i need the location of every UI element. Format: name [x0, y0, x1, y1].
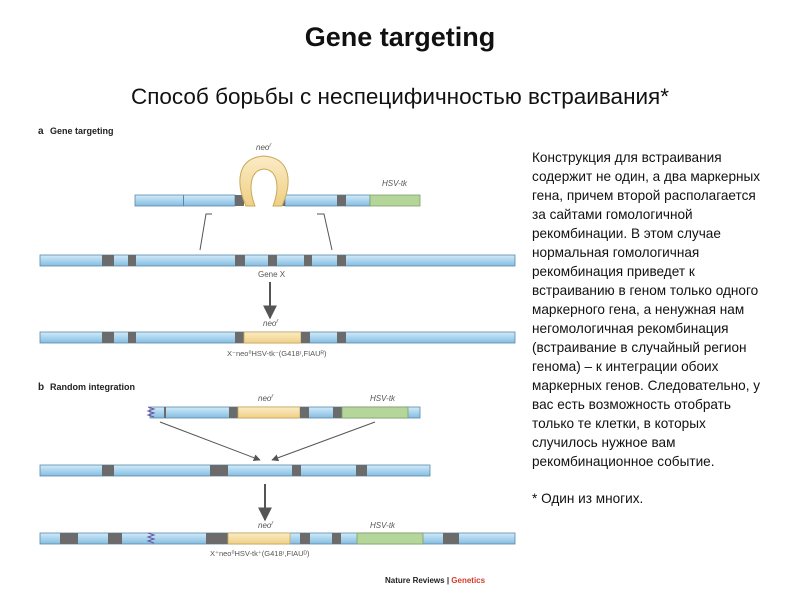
panel-b-letter: b	[38, 382, 44, 393]
endogenous-gene: Gene X	[39, 254, 516, 279]
integrant-exon	[443, 533, 459, 544]
gene-exon	[102, 255, 114, 266]
slide-subtitle: Способ борьбы с неспецифичностью встраив…	[130, 84, 670, 109]
integrant-exon	[108, 533, 122, 544]
gene-exon	[304, 255, 312, 266]
random-construct: neor HSV-tk	[146, 394, 421, 419]
gene-exon	[235, 255, 245, 266]
random-construct-exon	[164, 407, 166, 418]
targeted-allele: neor X⁻neo⁰HSV-tk⁻(G418ʳ,FIAUᴿ)	[39, 319, 516, 358]
integrant-genotype: X⁺neo⁰HSV-tk⁺(G418ʳ,FIAUᴰ)	[210, 549, 310, 558]
targeted-exon	[102, 332, 114, 343]
footnote-text: * Один из многих.	[532, 491, 644, 506]
arrow-random-left	[159, 421, 261, 462]
neo-loop	[239, 155, 289, 207]
targeted-exon	[337, 332, 346, 343]
random-neo-label: neor	[258, 394, 274, 403]
random-hsv-tk-cassette	[341, 406, 409, 419]
integrant-exon	[332, 533, 341, 544]
arrow-random-right	[271, 421, 376, 462]
random-genome	[39, 464, 431, 477]
targeting-construct: neor HSV-tk	[134, 143, 421, 207]
random-integrant: neor HSV-tk X⁺neo⁰HSV-tk⁺(G418ʳ,FIAUᴰ)	[39, 521, 516, 558]
hsv-tk-cassette	[369, 194, 421, 207]
homology-bracket-right	[317, 213, 333, 251]
gene-x-label: Gene X	[258, 270, 286, 279]
random-neo-cassette	[237, 406, 301, 419]
random-genome-exon	[210, 465, 228, 476]
panel-a-letter: a	[38, 126, 44, 137]
broken-end-icon	[146, 406, 156, 418]
construct-exon	[235, 195, 244, 206]
panel-a: a Gene targeting neor HSV-tk G	[38, 126, 516, 358]
description-text: Конструкция для встраивания содержит не …	[532, 150, 761, 469]
gene-exon	[128, 255, 136, 266]
panel-b-title: Random integration	[50, 382, 135, 392]
integrant-hsv-tk-cassette	[356, 532, 424, 545]
slide-title: Gene targeting	[304, 22, 496, 52]
gene-targeting-diagram: a Gene targeting neor HSV-tk G	[38, 126, 516, 585]
construct-boundary	[183, 195, 184, 206]
homology-bracket-left	[199, 213, 212, 251]
neo-label: neor	[256, 143, 272, 152]
random-genome-exon	[102, 465, 114, 476]
panel-a-title: Gene targeting	[50, 126, 114, 136]
targeted-exon	[235, 332, 244, 343]
targeted-exon	[301, 332, 310, 343]
neo-cassette	[243, 331, 302, 344]
random-genome-dna	[39, 464, 431, 477]
gene-exon	[337, 255, 346, 266]
genome-dna	[39, 254, 516, 267]
integrant-exon	[300, 533, 310, 544]
figure-credit: Nature Reviews | Genetics	[385, 576, 486, 585]
description-panel: Конструкция для встраивания содержит не …	[532, 148, 772, 508]
integrant-junction-icon	[146, 532, 156, 544]
integrant-neo-cassette	[227, 532, 291, 545]
construct-dna-right	[284, 194, 371, 207]
hsv-tk-label: HSV-tk	[382, 179, 408, 188]
integrant-exon	[206, 533, 228, 544]
panel-b: b Random integration neor HSV-tk	[38, 382, 516, 558]
random-hsv-tk-label: HSV-tk	[370, 394, 396, 403]
random-construct-exon	[333, 407, 342, 418]
random-construct-exon	[229, 407, 238, 418]
random-result-neo-label: neor	[258, 521, 274, 530]
gene-exon	[268, 255, 277, 266]
random-construct-exon	[300, 407, 309, 418]
random-genome-exon	[292, 465, 301, 476]
targeted-genotype: X⁻neo⁰HSV-tk⁻(G418ʳ,FIAUᴿ)	[227, 349, 327, 358]
construct-dna-left	[134, 194, 236, 207]
integrant-exon	[60, 533, 78, 544]
result-neo-label: neor	[263, 319, 279, 328]
random-genome-exon	[356, 465, 367, 476]
construct-exon	[337, 195, 346, 206]
targeted-exon	[128, 332, 136, 343]
random-result-hsv-tk-label: HSV-tk	[370, 521, 396, 530]
